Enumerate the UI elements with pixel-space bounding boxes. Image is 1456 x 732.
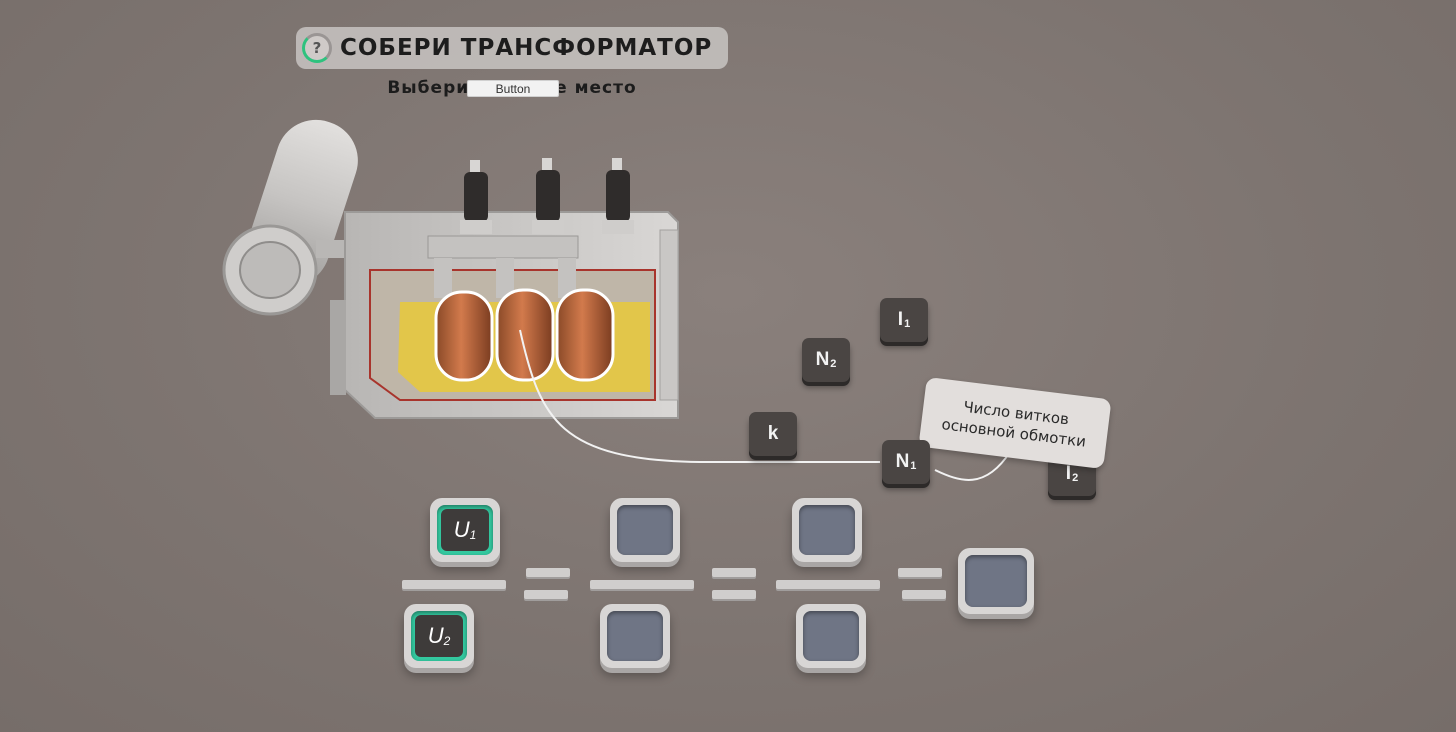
instruction-right: е место xyxy=(555,78,637,98)
connector-line xyxy=(519,329,880,463)
slot-3-denominator[interactable] xyxy=(796,604,866,668)
help-icon[interactable]: ? xyxy=(302,33,332,63)
coils xyxy=(434,288,615,382)
slot-result[interactable] xyxy=(958,548,1034,614)
overlay-button[interactable]: Button xyxy=(467,80,559,97)
equals-sign-2-bottom xyxy=(712,590,756,599)
page-title: СОБЕРИ ТРАНСФОРМАТОР xyxy=(340,35,713,61)
conservator-tank xyxy=(222,119,366,316)
fraction-line-2 xyxy=(590,580,694,589)
fraction-line-1 xyxy=(402,580,506,589)
equals-sign-1-top xyxy=(526,568,570,577)
equals-sign-3-bottom xyxy=(902,590,946,599)
bushings xyxy=(460,158,634,234)
slot-3-numerator[interactable] xyxy=(792,498,862,562)
equals-sign-1-bottom xyxy=(524,590,568,599)
title-bar: ? СОБЕРИ ТРАНСФОРМАТОР xyxy=(296,27,728,69)
slot-2-numerator[interactable] xyxy=(610,498,680,562)
equals-sign-3-top xyxy=(898,568,942,577)
slot-2-denominator[interactable] xyxy=(600,604,670,668)
key-k[interactable]: k xyxy=(749,412,797,456)
fraction-line-3 xyxy=(776,580,880,589)
equals-sign-2-top xyxy=(712,568,756,577)
instruction-left: Выбери xyxy=(387,78,470,98)
tooltip-connector xyxy=(934,451,1011,481)
instruction-text: Выбери е место xyxy=(296,78,728,98)
